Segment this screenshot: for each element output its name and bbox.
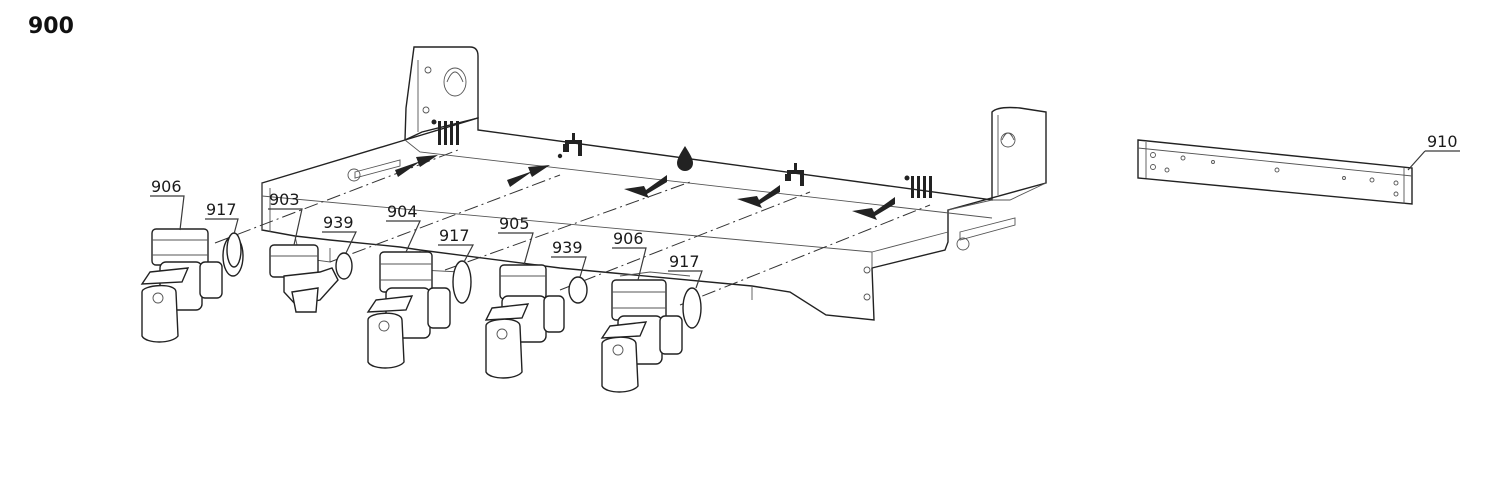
fitting-903 [269,244,339,313]
diagram-title: 900 [28,14,74,39]
flow-direction-arrows [395,155,895,220]
label-903: 903 [269,190,300,209]
seal-939-left [335,252,353,280]
arrow-from-frame-5 [852,197,895,220]
label-917-left: 917 [206,200,237,219]
radiator-flow-icon [431,119,459,145]
label-904: 904 [387,202,418,221]
arrow-to-frame-1 [395,155,438,177]
hot-water-tap-icon [557,133,582,159]
arrow-from-frame-3 [624,175,667,198]
arrow-from-frame-4 [737,185,780,208]
arrow-to-frame-2 [507,165,550,187]
valve-905 [484,264,565,379]
seal-917-left [226,232,242,268]
valve-904 [366,251,451,369]
label-905: 905 [499,214,530,233]
seal-917-middle [452,260,472,304]
cold-water-tap-icon [785,163,804,186]
radiator-return-icon [904,175,932,198]
label-910: 910 [1427,132,1458,151]
valve-906-right [600,279,683,393]
seal-939-right [568,276,588,304]
label-917-middle: 917 [439,226,470,245]
part-labels: 906 917 903 939 904 917 905 939 906 917 … [151,132,1458,271]
label-939-left: 939 [323,213,354,232]
mounting-frame [261,46,1047,321]
label-939-right: 939 [552,238,583,257]
label-906-left: 906 [151,177,182,196]
leader-lines [150,150,1460,289]
gas-drop-icon [677,146,693,171]
valve-906-left [140,228,244,343]
seal-917-right [682,287,702,329]
label-917-right: 917 [669,252,700,271]
bracket-910 [1137,139,1413,205]
label-906-right: 906 [613,229,644,248]
assembly-axis-lines [214,149,931,306]
